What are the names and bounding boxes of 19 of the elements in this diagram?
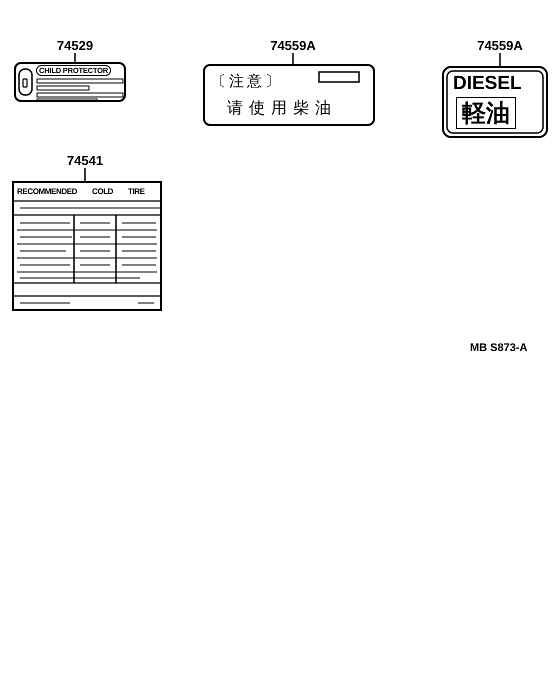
leader-line — [292, 53, 294, 64]
caution-heading: 〔注意〕 — [211, 72, 283, 91]
decal-label — [12, 181, 162, 311]
fuel-type-text: DIESEL — [453, 73, 522, 95]
part-number: 74529 — [52, 38, 98, 53]
column-header: TIRE — [128, 187, 145, 196]
decal-label — [203, 64, 375, 126]
leader-line — [84, 168, 86, 181]
column-header: RECOMMENDED — [17, 187, 78, 196]
part-number: 74559A — [470, 38, 530, 53]
leader-line — [74, 53, 76, 62]
part-number: 74559A — [263, 38, 323, 53]
part-number: 74541 — [62, 153, 108, 168]
fuel-type-text: 軽油 — [456, 97, 516, 129]
decal-label — [14, 62, 126, 102]
warning-text: 请使用柴油 — [227, 98, 337, 119]
column-header: COLD — [92, 187, 114, 196]
drawing-code: MB S873-A — [470, 342, 528, 354]
leader-line — [499, 53, 501, 66]
